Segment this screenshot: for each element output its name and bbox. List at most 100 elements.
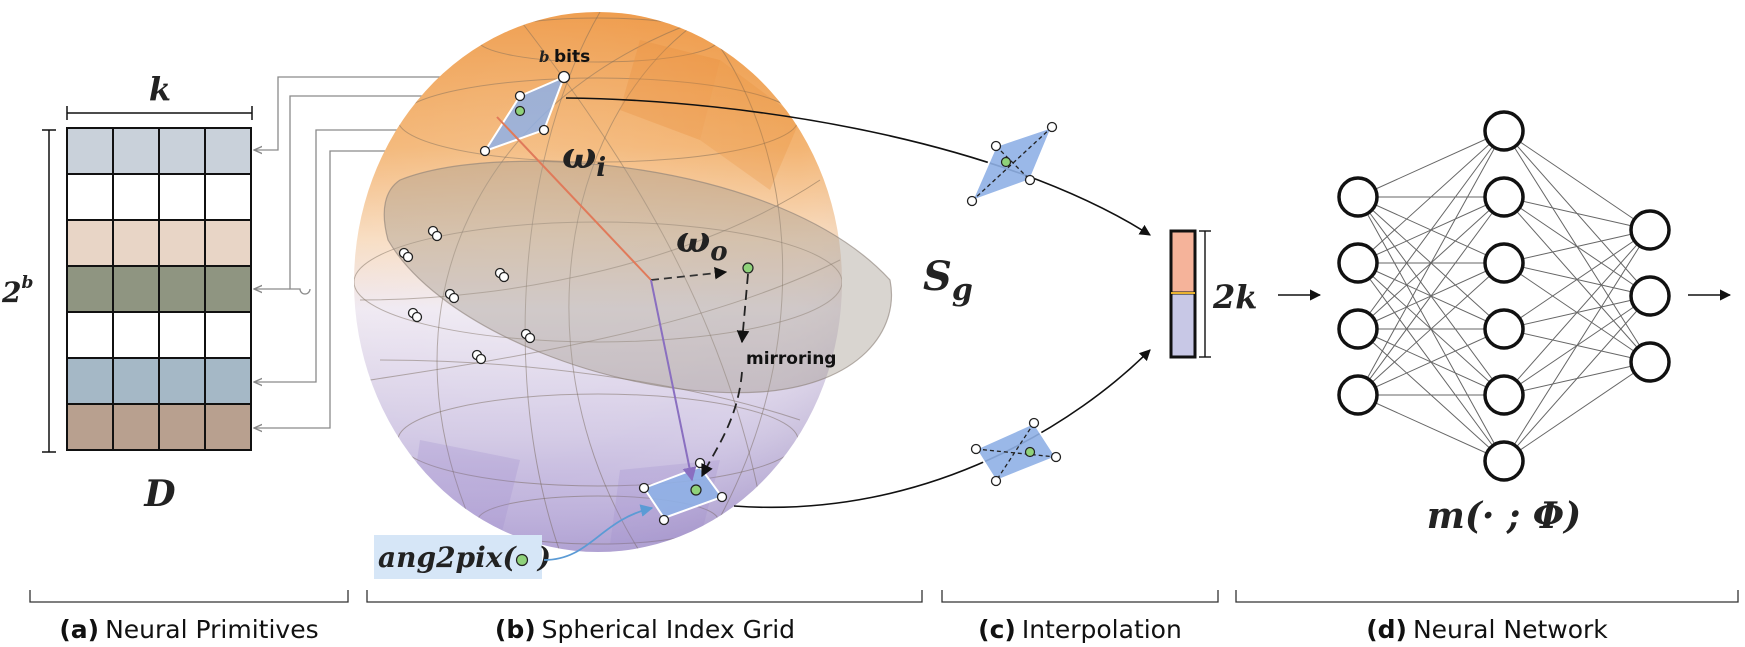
table-cell bbox=[66, 219, 114, 267]
caption-bracket-b bbox=[366, 590, 923, 603]
network-nodes bbox=[1337, 110, 1671, 482]
network-edge bbox=[1357, 130, 1505, 396]
network-edge bbox=[1357, 328, 1505, 396]
network-edges bbox=[1357, 130, 1651, 462]
feature-lower-half bbox=[1169, 291, 1197, 359]
reflection-plane bbox=[383, 160, 892, 394]
bits-label: bits bbox=[554, 47, 590, 67]
network-node bbox=[1483, 176, 1525, 218]
width-label-k: k bbox=[149, 70, 171, 108]
table-cell bbox=[158, 403, 206, 451]
height-label: 2b bbox=[1, 273, 33, 309]
network-edge bbox=[1503, 295, 1651, 462]
network-edge bbox=[1503, 361, 1651, 462]
panel-interpolation: 2k bbox=[565, 97, 1322, 509]
table-cell bbox=[158, 357, 206, 405]
table-cell bbox=[204, 311, 252, 359]
omega-i-vector bbox=[496, 116, 652, 281]
table-cell bbox=[112, 265, 160, 313]
top-cell-vertices bbox=[479, 70, 571, 157]
network-node bbox=[1483, 440, 1525, 482]
table-cell bbox=[112, 357, 160, 405]
network-node bbox=[1337, 308, 1379, 350]
table-cell bbox=[112, 403, 160, 451]
network-edge bbox=[1503, 229, 1651, 396]
network-edge bbox=[1357, 130, 1505, 264]
ang2pix-label: ang2pix() bbox=[378, 541, 551, 574]
caption-bracket-a bbox=[29, 590, 349, 603]
table-cell bbox=[158, 219, 206, 267]
network-node bbox=[1483, 242, 1525, 284]
network-edge bbox=[1503, 130, 1651, 231]
bottom-interp-center bbox=[1024, 446, 1036, 458]
network-node bbox=[1629, 209, 1671, 251]
ang2pix-box bbox=[374, 535, 542, 579]
ang2pix-point-icon bbox=[515, 553, 529, 567]
table-cell bbox=[66, 173, 114, 221]
primitive-table bbox=[66, 127, 252, 451]
network-node bbox=[1337, 242, 1379, 284]
link-line-1 bbox=[254, 76, 564, 150]
table-cell bbox=[204, 173, 252, 221]
network-label: m(· ; Φ) bbox=[1427, 495, 1581, 537]
table-cell bbox=[112, 127, 160, 175]
bottom-cell-vertices bbox=[638, 457, 728, 526]
feature-label-2k: 2k bbox=[1212, 278, 1257, 316]
network-node bbox=[1337, 176, 1379, 218]
network-edge bbox=[1357, 262, 1505, 396]
link-line-2a bbox=[289, 95, 520, 295]
table-cell bbox=[112, 219, 160, 267]
top-interp-center bbox=[1000, 156, 1012, 168]
table-cell bbox=[158, 173, 206, 221]
network-edge bbox=[1357, 130, 1505, 198]
table-cell bbox=[158, 311, 206, 359]
bottom-cell-center bbox=[690, 484, 702, 496]
table-cell bbox=[158, 265, 206, 313]
caption-bracket-d bbox=[1235, 590, 1739, 603]
caption-c: (c)Interpolation bbox=[978, 615, 1182, 644]
table-cell bbox=[66, 357, 114, 405]
table-cell bbox=[66, 265, 114, 313]
network-edge bbox=[1503, 196, 1651, 231]
caption-a: (a)Neural Primitives bbox=[59, 615, 318, 644]
bits-prefix: b bbox=[539, 48, 550, 66]
caption-bracket-c bbox=[941, 590, 1219, 603]
network-node bbox=[1629, 275, 1671, 317]
network-node bbox=[1483, 110, 1525, 152]
mirroring-arrow-2 bbox=[701, 371, 743, 478]
panel-neural-network: m(· ; Φ) bbox=[1337, 110, 1732, 537]
omega-o-label: ωo bbox=[676, 219, 728, 267]
table-cell bbox=[204, 127, 252, 175]
spherical-index-grid: b bits ωi ωo Sg mirroring ang2pix() bbox=[354, 12, 973, 579]
table-label-d: D bbox=[143, 473, 175, 515]
feature-upper-half bbox=[1169, 229, 1197, 295]
network-node bbox=[1483, 374, 1525, 416]
network-node bbox=[1337, 374, 1379, 416]
network-edge bbox=[1357, 130, 1505, 330]
top-flow-arrow bbox=[565, 97, 1151, 236]
top-cell-center bbox=[514, 105, 526, 117]
table-cell bbox=[204, 265, 252, 313]
omega-i-label: ωi bbox=[562, 135, 606, 183]
plane-vertices bbox=[398, 225, 536, 365]
mirroring-arrow-1 bbox=[736, 273, 750, 344]
network-edge bbox=[1357, 394, 1505, 462]
table-cell bbox=[66, 311, 114, 359]
table-cell bbox=[66, 127, 114, 175]
network-edge bbox=[1503, 229, 1651, 330]
omega-o-point bbox=[742, 262, 754, 274]
table-cell bbox=[204, 357, 252, 405]
caption-b: (b)Spherical Index Grid bbox=[495, 615, 795, 644]
table-cell bbox=[112, 173, 160, 221]
table-cell bbox=[66, 403, 114, 451]
network-edge bbox=[1503, 229, 1651, 462]
table-cell bbox=[204, 219, 252, 267]
panel-neural-primitives: k 2b D bbox=[1, 70, 253, 515]
grid-label-sg: Sg bbox=[923, 253, 973, 308]
table-cell bbox=[204, 403, 252, 451]
mirroring-label: mirroring bbox=[746, 349, 836, 369]
caption-d: (d)Neural Network bbox=[1366, 615, 1608, 644]
network-edge bbox=[1357, 196, 1505, 396]
table-cell bbox=[112, 311, 160, 359]
